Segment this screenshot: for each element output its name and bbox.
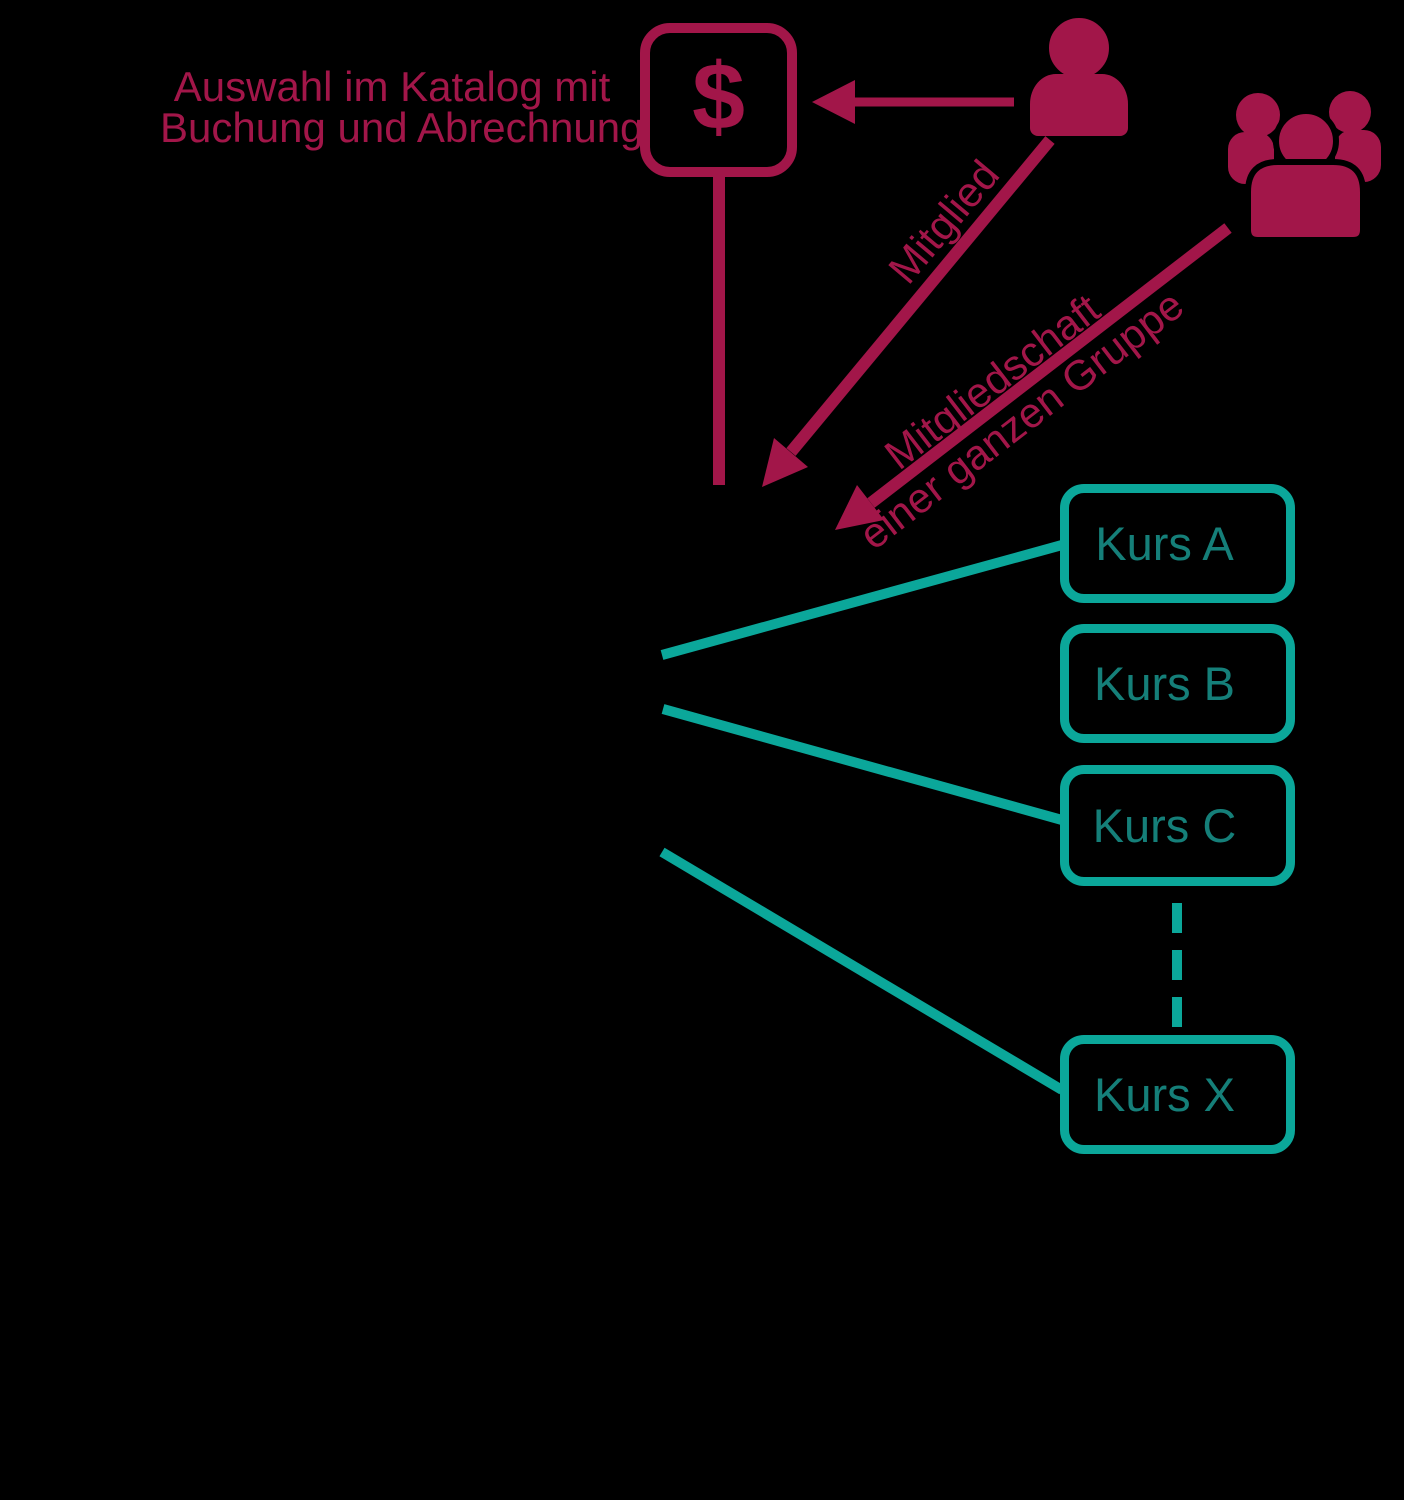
course-label: Kurs B [1093,657,1236,710]
single-member-icon [1022,10,1138,140]
annotation-line-1: Auswahl im Katalog mit [173,63,611,110]
arrowhead-group-icon [835,485,884,530]
course-node-kurs-a: Kurs A [1060,484,1295,603]
edge-hub-to-kurs-a [660,540,1064,660]
course-label: Kurs C [1092,799,1237,852]
arrowhead-left-icon [812,80,855,124]
course-node-kurs-b: Kurs B [1060,624,1295,743]
person-head-icon [1044,13,1114,83]
course-node-kurs-c: Kurs C [1060,765,1295,886]
arrow-member [762,136,1055,487]
arrow-group-membership [835,223,1232,530]
member-group-icon [1228,91,1381,243]
billing-node: $ [640,23,797,177]
catalog-annotation: Auswahl im Katalog mit Buchung und Abrec… [160,63,644,151]
course-label: Kurs A [1095,517,1234,570]
annotation-line-2: Buchung und Abrechnung [160,104,644,151]
edge-hub-to-kurs-c [661,704,1064,825]
billing-dollar-icon: $ [692,43,745,150]
arrowhead-member-icon [762,438,808,487]
course-label: Kurs X [1093,1068,1236,1121]
person-body-icon [1030,74,1128,136]
edge-hub-to-kurs-x [659,847,1065,1095]
course-node-kurs-x: Kurs X [1060,1035,1295,1154]
arrow-person-to-billing [812,80,1014,124]
